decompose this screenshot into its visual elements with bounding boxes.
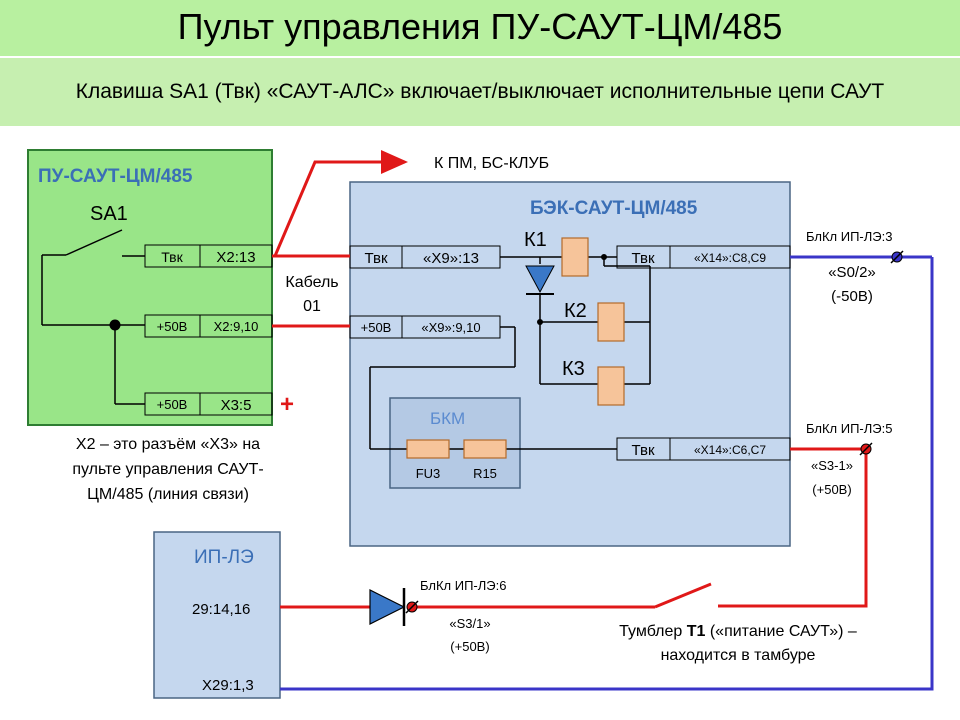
relay-k3-label: К3 (562, 358, 585, 380)
clamp-icon-3 (890, 250, 904, 264)
fuse-fu3 (406, 439, 450, 459)
pu-terminal-pin: Х3:5 (221, 397, 252, 414)
subtitle-bar (0, 58, 960, 126)
pu-terminal-signal: +50В (157, 397, 188, 412)
pu-title: ПУ-САУТ-ЦМ/485 (38, 166, 193, 187)
bkm-title: БКМ (430, 409, 465, 428)
pu-panel (27, 149, 273, 426)
clamp-6-label: БлКл ИП-ЛЭ:6 (420, 578, 506, 593)
bek-terminal-pin: «Х14»:С6,С7 (694, 443, 766, 457)
bek-terminal-pin: «Х14»:С8,С9 (694, 251, 766, 265)
cable-label: 01 (303, 298, 321, 315)
red-wiring (272, 150, 868, 609)
pu-wiring (41, 229, 145, 405)
pu-note-line: пульте управления САУТ- (72, 461, 263, 478)
diode-icon (525, 265, 555, 295)
clamp-6-voltage: (+50В) (450, 639, 489, 654)
ip-pin-label: 29:14,16 (192, 601, 250, 618)
ip-panel (153, 531, 281, 699)
resistor-r15 (463, 439, 507, 459)
ip-pin-label: Х29:1,3 (202, 677, 254, 694)
cable-label: Кабель (285, 274, 338, 291)
clamp-5-label: БлКл ИП-ЛЭ:5 (806, 421, 892, 436)
clamp-3-wire: «S0/2» (828, 264, 876, 281)
bek-terminal-signal: Твк (631, 442, 654, 459)
clamp-5-wire: «S3-1» (811, 458, 853, 473)
bek-terminal-pin: «Х9»:13 (423, 250, 479, 267)
bek-terminal-signal: Твк (631, 250, 654, 267)
toggle-caption-line1: Тумблер Т1 («питание САУТ») – (619, 623, 857, 640)
relay-k1-coil (561, 237, 589, 277)
bek-title: БЭК-САУТ-ЦМ/485 (530, 198, 698, 219)
pu-terminal-pin: Х2:13 (216, 249, 255, 266)
clamp-6-wire: «S3/1» (449, 616, 490, 631)
relay-k1-label: К1 (524, 229, 547, 251)
blue-wiring (280, 255, 934, 691)
switch-sa1-label: SA1 (90, 203, 128, 225)
page-title: Пульт управления ПУ-САУТ-ЦМ/485 (177, 6, 783, 47)
pu-note-line: ЦМ/485 (линия связи) (87, 486, 249, 503)
pu-terminal-signal: +50В (157, 319, 188, 334)
to-pm-label: К ПМ, БС-КЛУБ (434, 155, 549, 172)
bek-terminal-signal: +50В (361, 320, 392, 335)
clamp-icon-6 (405, 600, 419, 614)
title-bar (0, 0, 960, 56)
pu-terminal-signal: Твк (161, 249, 183, 265)
clamp-5-voltage: (+50В) (812, 482, 851, 497)
ip-title: ИП-ЛЭ (194, 547, 254, 568)
resistor-label: R15 (473, 466, 497, 481)
bek-terminal-signal: Твк (364, 250, 387, 267)
relay-k3-coil (597, 366, 625, 406)
relay-k2-label: К2 (564, 300, 587, 322)
pu-note-line: Х2 – это разъём «Х3» на (76, 436, 260, 453)
supply-diode-icon (369, 588, 406, 626)
junction-node (109, 319, 121, 331)
page-subtitle: Клавиша SA1 (Твк) «САУТ-АЛС» включает/вы… (75, 80, 885, 103)
clamp-3-label: БлКл ИП-ЛЭ:3 (806, 229, 892, 244)
junction-node-k1 (601, 254, 607, 260)
clamp-icon-5 (859, 442, 873, 456)
junction-node-k2 (537, 319, 543, 325)
bek-terminal-pin: «Х9»:9,10 (421, 320, 480, 335)
fuse-label: FU3 (416, 466, 441, 481)
pu-terminal-pin: Х2:9,10 (214, 319, 259, 334)
relay-k2-coil (597, 302, 625, 342)
plus-sign: + (280, 391, 294, 418)
clamp-3-voltage: (-50В) (831, 288, 873, 305)
toggle-caption-line2: находится в тамбуре (661, 647, 816, 664)
bek-wiring (369, 256, 651, 450)
